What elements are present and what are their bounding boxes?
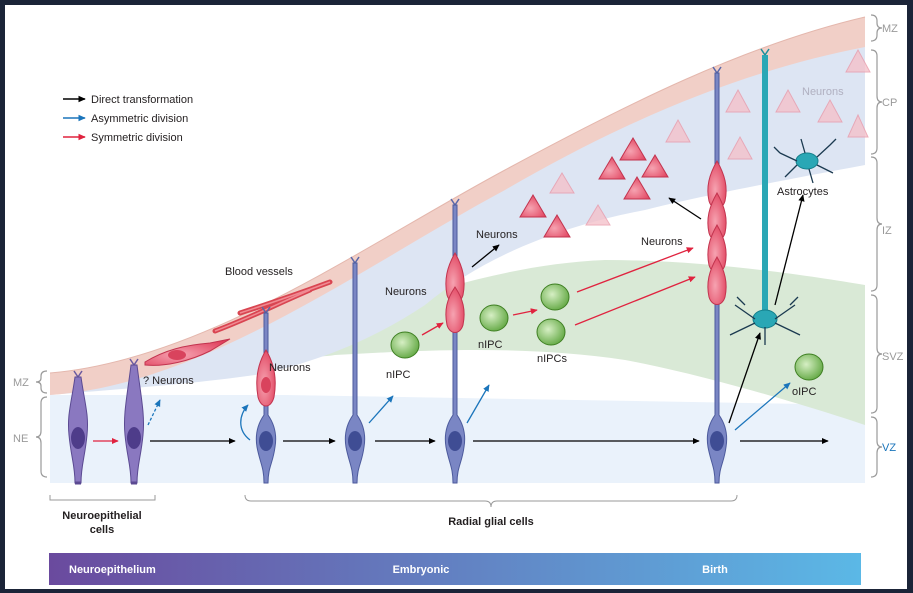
radial-glia-3 (444, 198, 466, 484)
legend: Direct transformation Asymmetric divisio… (63, 94, 193, 144)
label-neuroepithelial-line2: cells (90, 524, 114, 536)
neuroepithelial-cell-2 (123, 358, 145, 485)
timeline-bar: Neuroepithelium Embryonic Birth (49, 553, 861, 585)
label-oipc: oIPC (792, 386, 817, 398)
faded-neurons (549, 48, 871, 226)
timeline-embryonic: Embryonic (393, 564, 450, 576)
label-question-neurons: ? Neurons (143, 375, 194, 387)
label-nipc-2: nIPC (478, 339, 503, 351)
label-neurons-1: Neurons (269, 362, 311, 374)
zone-label-ne: NE (13, 433, 28, 445)
bottom-brackets (49, 494, 738, 508)
label-blood-vessels: Blood vessels (225, 266, 293, 278)
zone-label-vz: VZ (882, 442, 896, 454)
label-nipcs: nIPCs (537, 353, 567, 365)
blood-vessels (212, 279, 333, 334)
arrows (93, 194, 829, 445)
corticogenesis-diagram: MZ CP IZ SVZ VZ MZ NE Direct transformat… (13, 14, 904, 585)
zone-label-mz-left: MZ (13, 377, 29, 389)
zone-label-cp: CP (882, 97, 897, 109)
label-neurons-2: Neurons (385, 286, 427, 298)
radial-glia-4 (706, 66, 728, 484)
label-neurons-cp: Neurons (802, 86, 844, 98)
legend-direct: Direct transformation (91, 94, 193, 106)
zone-braces (35, 14, 883, 478)
label-astrocytes: Astrocytes (777, 186, 829, 198)
early-neuron (144, 338, 231, 366)
astrocyte-cell (773, 138, 837, 184)
astrocyte-radial (729, 48, 801, 345)
label-nipc-1: nIPC (386, 369, 411, 381)
label-neurons-3: Neurons (476, 229, 518, 241)
label-radial-glial: Radial glial cells (448, 516, 534, 528)
figure-frame: MZ CP IZ SVZ VZ MZ NE Direct transformat… (5, 5, 907, 589)
label-neurons-4: Neurons (641, 236, 683, 248)
timeline-neuroepithelium: Neuroepithelium (69, 564, 156, 576)
legend-symmetric: Symmetric division (91, 132, 183, 144)
zone-label-mz-right: MZ (882, 23, 898, 35)
label-neuroepithelial-line1: Neuroepithelial (62, 510, 141, 522)
neuroepithelial-cell-1 (68, 370, 88, 485)
legend-asymmetric: Asymmetric division (91, 113, 188, 125)
ipc-cells (390, 283, 824, 381)
radial-glia-1 (255, 306, 277, 484)
zone-label-svz: SVZ (882, 351, 904, 363)
neuron-cluster-2 (598, 137, 669, 200)
neuron-cluster-1 (519, 194, 571, 238)
timeline-birth: Birth (702, 564, 728, 576)
zone-label-iz: IZ (882, 225, 892, 237)
radial-glia-2 (344, 256, 366, 484)
